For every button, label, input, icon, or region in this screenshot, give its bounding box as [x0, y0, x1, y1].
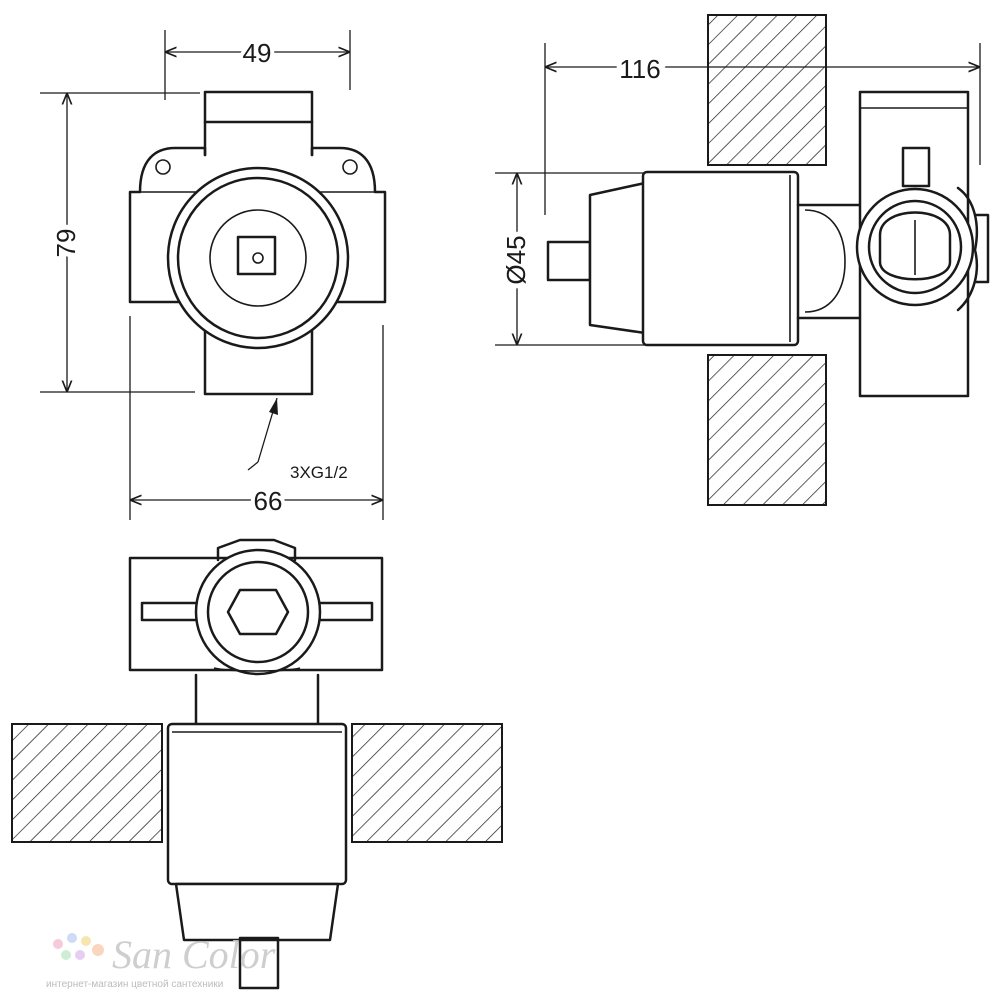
watermark-dot [61, 950, 71, 960]
watermark-dot [75, 950, 85, 960]
wall-section-right [351, 723, 503, 843]
dimension-diameter: Ø45 [495, 172, 645, 346]
dimension-width-top: 49 [164, 30, 351, 100]
dimension-label-66: 66 [254, 486, 283, 516]
thread-callout: 3XG1/2 [247, 397, 348, 482]
top-view [11, 538, 503, 990]
watermark-dot [53, 939, 63, 949]
dimension-width-bottom: 66 [129, 316, 384, 520]
brand-watermark: San Color интернет-магазин цветной санте… [46, 932, 276, 990]
thread-spec-label: 3XG1/2 [290, 463, 348, 482]
dimension-label-49: 49 [243, 38, 272, 68]
dimension-depth: 116 [544, 43, 981, 215]
watermark-dot [81, 936, 91, 946]
side-view: 116 Ø45 [495, 14, 990, 506]
dimension-label-diameter: Ø45 [501, 235, 531, 284]
watermark-dot [67, 933, 77, 943]
dimension-label-79: 79 [51, 229, 81, 258]
watermark-tagline: интернет-магазин цветной сантехники [46, 979, 223, 990]
front-view: 49 79 3XG1/2 [40, 30, 387, 520]
dimension-height-left: 79 [40, 92, 200, 393]
wall-section-left [11, 723, 163, 843]
watermark-brand: San Color [112, 932, 276, 977]
dimension-label-116: 116 [619, 54, 660, 84]
wall-section-top [707, 14, 827, 166]
watermark-dot [92, 944, 104, 956]
wall-section-bottom [707, 354, 827, 506]
